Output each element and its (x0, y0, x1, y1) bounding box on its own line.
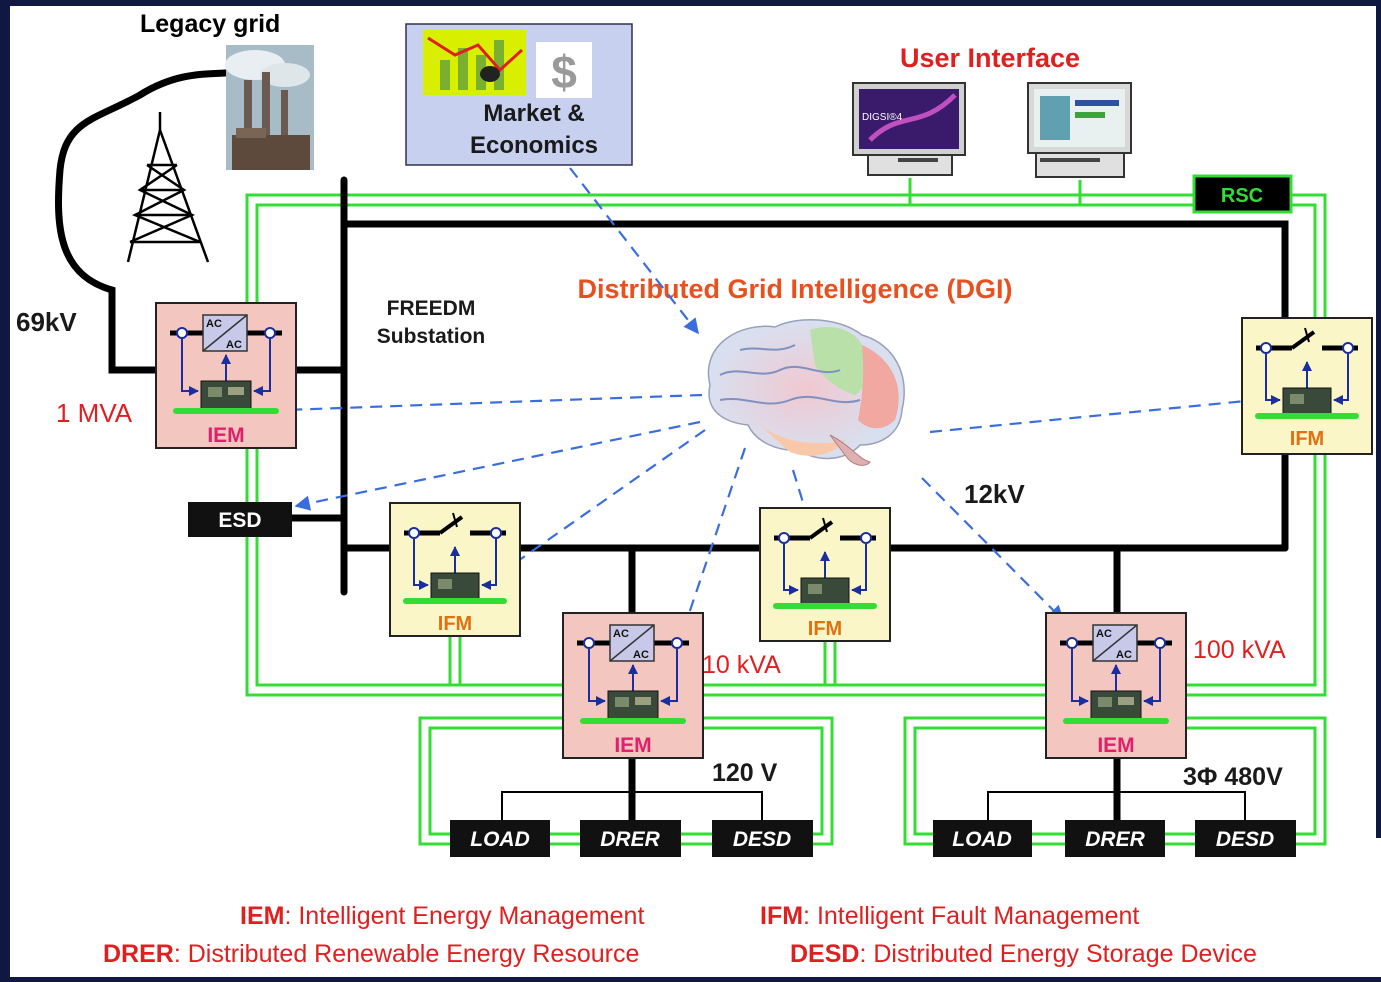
mva1-label: 1 MVA (56, 398, 133, 428)
ifm-label: IFM (1290, 428, 1324, 450)
legend-iem: IEM: Intelligent Energy Management (240, 902, 644, 930)
low-voltage-lines (501, 791, 1246, 820)
drer-label: DRER (1085, 828, 1145, 851)
ifm-block-left: IFM (389, 502, 521, 637)
iem-block-1mva: AC AC IEM (155, 302, 297, 449)
load-label: LOAD (470, 828, 530, 851)
load-box-right: LOAD (933, 820, 1032, 857)
legend-drer: DRER: Distributed Renewable Energy Resou… (103, 940, 639, 968)
kva100-label: 100 kVA (1193, 636, 1286, 664)
chart-icon (427, 36, 524, 90)
desd-box-right: DESD (1195, 820, 1296, 857)
ac-out-label: AC (1116, 649, 1132, 661)
dollar-icon: $ (551, 46, 577, 98)
dgi-title: Distributed Grid Intelligence (DGI) (577, 274, 1012, 304)
desd-label: DESD (733, 828, 791, 851)
market-box: $ Market & Economics (405, 23, 633, 166)
user-interface-label: User Interface (900, 43, 1080, 73)
rsc-label: RSC (1221, 185, 1263, 207)
canvas-bottom (10, 838, 1381, 977)
digsi-label: DIGSI®4 (862, 112, 903, 123)
freedm-label-line1: FREEDM (387, 297, 476, 320)
kv69-label: 69kV (16, 307, 77, 337)
iem-label: IEM (1097, 734, 1134, 757)
legend: IEM: Intelligent Energy Management IFM: … (103, 902, 1257, 968)
freedm-label-line2: Substation (377, 325, 486, 348)
device-boxes: LOAD DRER DESD LOAD DRER DESD (450, 820, 1296, 857)
rsc-box: RSC (1192, 174, 1293, 214)
ac-in-label: AC (1096, 628, 1112, 640)
v120-label: 120 V (712, 759, 778, 787)
kv12-label: 12kV (964, 479, 1025, 509)
monitor-hmi-icon (1027, 82, 1132, 178)
ifm-block-right: IFM (1241, 317, 1373, 455)
transmission-tower-icon (126, 112, 210, 263)
kva10-label: 10 kVA (702, 651, 781, 679)
legacy-grid-label: Legacy grid (140, 10, 280, 38)
market-label-line1: Market & (483, 100, 584, 127)
desd-box-left: DESD (712, 820, 813, 857)
brain-icon (707, 318, 905, 466)
power-plant-icon (225, 45, 314, 170)
ac-out-label: AC (633, 649, 649, 661)
load-box-left: LOAD (450, 820, 550, 857)
ifm-block-center: IFM (759, 507, 891, 642)
monitor-digsi-icon: DIGSI®4 (852, 82, 966, 176)
ifm-label: IFM (438, 613, 472, 635)
v480-label: 3Φ 480V (1183, 763, 1283, 791)
ac-in-label: AC (206, 318, 222, 330)
iem-label: IEM (207, 424, 244, 447)
drer-box-left: DRER (580, 820, 681, 857)
legend-ifm: IFM: Intelligent Fault Management (760, 902, 1139, 930)
ac-in-label: AC (613, 628, 629, 640)
desd-label: DESD (1216, 828, 1274, 851)
esd-box: ESD (188, 502, 292, 537)
esd-label: ESD (218, 509, 261, 532)
ifm-label: IFM (808, 618, 842, 640)
iem-block-10kva: AC AC IEM (562, 612, 704, 759)
legend-desd: DESD: Distributed Energy Storage Device (790, 940, 1257, 968)
market-label-line2: Economics (470, 132, 598, 159)
dgi-links (256, 167, 1278, 654)
iem-label: IEM (614, 734, 651, 757)
drer-label: DRER (600, 828, 660, 851)
drer-box-right: DRER (1065, 820, 1165, 857)
iem-block-100kva: AC AC IEM (1045, 612, 1187, 759)
ac-out-label: AC (226, 339, 242, 351)
load-label: LOAD (952, 828, 1012, 851)
